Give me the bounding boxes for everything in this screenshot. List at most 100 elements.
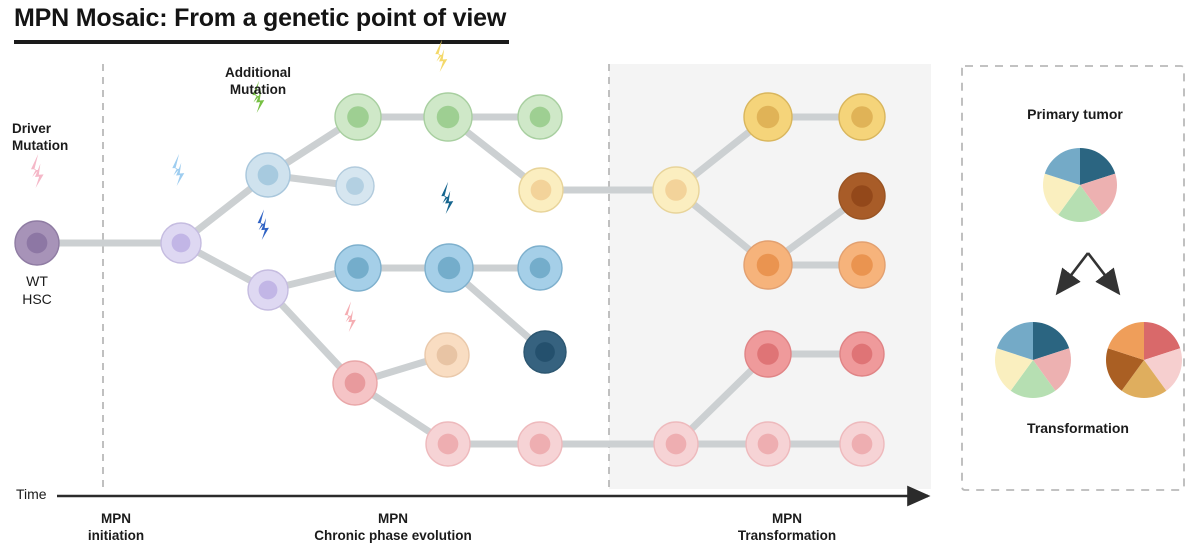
legend-panel (961, 65, 1185, 491)
cell-nucleus (347, 106, 369, 128)
pie-slice-clone-green (1010, 360, 1056, 399)
bolt-additional-icon (252, 80, 265, 113)
cell-nucleus (757, 343, 779, 365)
cell-nucleus (436, 344, 458, 366)
cell-node-tr1[interactable] (744, 330, 792, 378)
cell-node-b2[interactable] (424, 243, 474, 293)
cell-nucleus (437, 433, 459, 455)
bolt-yellow-icon (435, 39, 448, 72)
cell-node-g2[interactable] (423, 92, 473, 142)
bolt-blue-icon (257, 209, 269, 240)
cell-node-pp2[interactable] (517, 421, 563, 467)
cell-node-pch1[interactable] (424, 332, 470, 378)
cell-nucleus (851, 343, 873, 365)
pie-slice-clone-tan (1121, 360, 1167, 399)
cell-nucleus (437, 256, 461, 280)
pie-slice-clone-red (1144, 322, 1181, 360)
cell-nucleus (347, 257, 369, 279)
cell-nucleus (756, 253, 780, 277)
cell-nucleus (851, 106, 873, 128)
legend-transformation-label: Transformation (1027, 420, 1129, 436)
pie-slice-clone-teal (1033, 322, 1070, 360)
lightning-bolt-icon (172, 153, 185, 186)
cell-nucleus (535, 342, 555, 362)
time-axis-label: Time (16, 486, 47, 502)
pie-slice-clone-palepink (1144, 348, 1182, 391)
pie-chart-transformation-left (995, 322, 1071, 399)
cell-nucleus (529, 257, 551, 279)
lightning-bolt-icon (344, 301, 356, 332)
mutation-bolts (31, 39, 454, 332)
cell-node-tbr[interactable] (838, 172, 886, 220)
cell-node-pb1[interactable] (245, 152, 291, 198)
cell-nucleus (344, 372, 366, 394)
pie-slice-clone-orange (1107, 322, 1144, 360)
cell-node-tp2[interactable] (839, 421, 885, 467)
pie-slice-clone-rose (1033, 348, 1071, 391)
pie-slice-clone-cream (1043, 173, 1080, 215)
driver-mutation-label: Driver Mutation (12, 121, 69, 153)
bolt-init-icon (172, 153, 185, 186)
cell-nucleus (529, 106, 551, 128)
cell-node-lav1[interactable] (160, 222, 202, 264)
cell-nucleus (756, 105, 780, 129)
cell-nucleus (436, 105, 460, 129)
phase-dividers (102, 64, 610, 492)
cell-node-g1[interactable] (334, 93, 382, 141)
cell-node-to1[interactable] (743, 240, 793, 290)
cell-node-tp0[interactable] (653, 421, 699, 467)
cell-node-to2[interactable] (838, 241, 886, 289)
cell-node-b1[interactable] (334, 244, 382, 292)
cell-node-g3[interactable] (517, 94, 563, 140)
cell-node-pb2[interactable] (335, 166, 375, 206)
lightning-bolt-icon (435, 39, 448, 72)
pie-slice-clone-green (1058, 185, 1102, 222)
cell-node-lav2[interactable] (247, 269, 289, 311)
title-underline (14, 40, 509, 44)
cell-nodes (14, 92, 886, 467)
cell-node-db1[interactable] (523, 330, 567, 374)
cell-node-ty1[interactable] (743, 92, 793, 142)
phase-label-transformation: MPN Transformation (737, 511, 837, 543)
pie-slice-clone-steelblue (996, 322, 1033, 360)
cell-nucleus (171, 233, 191, 253)
cell-node-y1[interactable] (518, 167, 564, 213)
lightning-bolt-icon (31, 154, 44, 188)
cell-nucleus (257, 164, 279, 186)
pie-slice-clone-cream (995, 348, 1033, 391)
cell-nucleus (851, 433, 873, 455)
cell-node-tr2[interactable] (839, 331, 885, 377)
pie-chart-transformation-right (1106, 322, 1182, 399)
cell-node-pp1[interactable] (425, 421, 471, 467)
pie-chart-primary-tumor (1043, 148, 1117, 222)
branch-arrow-right (1086, 252, 1121, 296)
cell-nucleus (346, 177, 364, 195)
cell-node-tp1[interactable] (745, 421, 791, 467)
cell-node-ty0[interactable] (652, 166, 700, 214)
cell-node-b3[interactable] (517, 245, 563, 291)
pie-slice-clone-teal (1080, 148, 1116, 185)
cell-node-wt[interactable] (14, 220, 60, 266)
bolt-driver-icon (31, 154, 44, 188)
pie-slice-clone-rose (1080, 173, 1117, 215)
pie-slice-clone-steelblue (1044, 148, 1080, 185)
bolt-darkblue-icon (441, 181, 454, 214)
legend-primary-tumor-label: Primary tumor (1027, 106, 1123, 122)
cell-nucleus (665, 179, 687, 201)
cell-node-ty2[interactable] (838, 93, 886, 141)
cell-nucleus (851, 254, 873, 276)
wt-hsc-label: WT HSC (22, 273, 52, 307)
additional-mutation-label: Additional Mutation (225, 65, 291, 97)
cell-nucleus (757, 433, 779, 455)
lightning-bolt-icon (257, 209, 269, 240)
branch-arrow-left (1055, 252, 1090, 296)
cell-node-pk1[interactable] (332, 360, 378, 406)
cell-nucleus (851, 185, 873, 207)
page-title: MPN Mosaic: From a genetic point of view (14, 4, 507, 32)
cell-nucleus (665, 433, 687, 455)
cell-nucleus (529, 433, 551, 455)
bolt-rose-icon (344, 301, 356, 332)
lightning-bolt-icon (252, 80, 265, 113)
cell-nucleus (530, 179, 552, 201)
cell-nucleus (258, 280, 278, 300)
